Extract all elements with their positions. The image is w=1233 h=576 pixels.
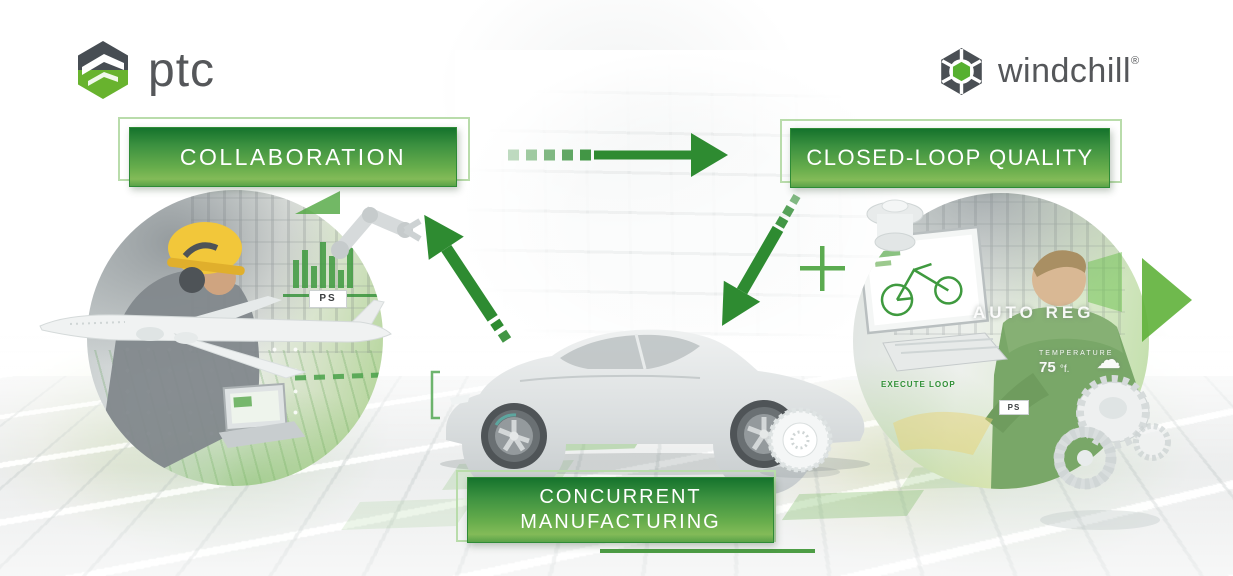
green-floor-tile — [540, 428, 648, 452]
ps-tag-label: PS — [999, 400, 1029, 415]
temperature-number: 75 — [1039, 359, 1056, 376]
ptc-logo: ptc — [74, 41, 215, 99]
green-floor-tile — [341, 498, 475, 530]
closed-loop-quality-label: CLOSED-LOOP QUALITY — [806, 145, 1094, 170]
concurrent-manufacturing-label-line1: CONCURRENT — [539, 486, 702, 508]
collaboration-label: COLLABORATION — [179, 143, 407, 170]
temperature-overlay-label: TEMPERATURE — [1039, 350, 1114, 357]
auto-reg-overlay-text: AUTO REG — [973, 303, 1095, 322]
execute-loop-overlay-text: EXECUTE LOOP — [881, 380, 956, 389]
temperature-overlay-value: 75 °f. — [1039, 359, 1069, 376]
worker-body — [95, 270, 260, 486]
keyboard-icon — [882, 332, 1008, 372]
ptc-logo-text: ptc — [148, 43, 216, 97]
dashed-line-overlay — [294, 372, 383, 381]
engineer-hair — [1033, 250, 1086, 277]
collaboration-photo-circle: PS — [87, 190, 383, 486]
engineer-cad-illustration — [857, 225, 1141, 489]
ps-tag-label: PS — [309, 290, 347, 308]
windchill-wordmark: windchill — [998, 52, 1131, 90]
windchill-logo-text: windchill® — [998, 52, 1140, 91]
cloud-icon: ☁ — [1096, 346, 1121, 374]
concurrent-manufacturing-label-line2: MANUFACTURING — [520, 511, 721, 533]
collaboration-banner: COLLABORATION — [129, 127, 457, 187]
quality-photo-circle: AUTO REG TEMPERATURE 75 °f. ☁ EXECUTE LO… — [853, 193, 1149, 489]
monitor-icon — [857, 225, 990, 335]
green-floor-tile — [781, 489, 925, 521]
workbench-tools — [893, 411, 993, 455]
windchill-logo-icon — [941, 48, 982, 95]
cad-drawing — [880, 262, 963, 317]
ptc-logo-icon — [78, 41, 128, 99]
concurrent-manufacturing-banner: CONCURRENT MANUFACTURING — [467, 477, 774, 543]
green-bar-chart-overlay — [293, 242, 353, 288]
laptop-icon — [218, 382, 306, 448]
worker-illustration — [95, 222, 383, 486]
closed-loop-quality-banner: CLOSED-LOOP QUALITY — [790, 128, 1110, 188]
backdrop-fade — [455, 50, 915, 380]
temperature-unit: °f. — [1059, 364, 1070, 375]
banner-underline-bar — [600, 549, 815, 553]
ear-protection-icon — [179, 267, 205, 293]
registered-trademark: ® — [1131, 55, 1140, 67]
windchill-logo: windchill® — [938, 48, 1140, 95]
